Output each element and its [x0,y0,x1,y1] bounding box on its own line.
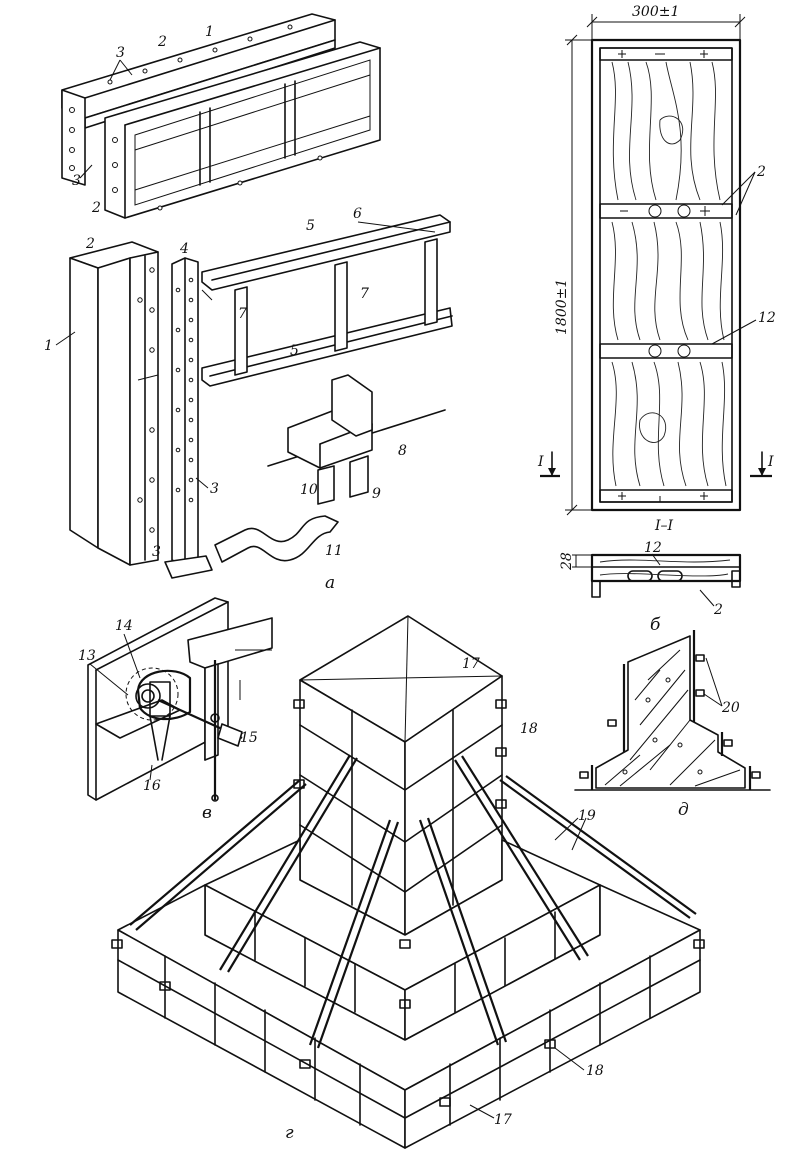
label-4: 4 [179,241,189,257]
label-12: 12 [758,310,776,326]
section-label: I–I [654,518,674,534]
caption-d: д [678,800,689,820]
label-2: 2 [85,236,95,252]
label-7: 7 [360,286,369,302]
wood-grain [611,61,727,487]
bracing-struts [129,754,697,1049]
spring-clip [214,515,339,563]
label-2: 2 [91,200,101,216]
panel-v: 13 14 15 16 в [78,597,273,823]
panel-b: 300±1 1800±1 [537,4,776,635]
label-5: 5 [290,343,299,359]
label-18: 18 [520,721,538,737]
label-2: 2 [157,34,167,50]
dimension-width: 300±1 [632,4,679,20]
label-1: 1 [205,24,214,40]
label-10: 10 [300,482,318,498]
label-3: 3 [210,481,219,497]
long-panel-front-frame [104,41,381,219]
label-2: 2 [713,602,723,618]
label-11: 11 [325,543,343,559]
section-mark-right: I [767,454,774,470]
section-mark-left: I [537,454,544,470]
label-9: 9 [372,486,381,502]
corner-panel [69,241,159,566]
label-1: 1 [44,338,53,354]
panel-a: 3 2 1 3 2 2 1 3 [44,13,453,593]
panel-g: 17 18 19 18 17 г [111,615,705,1149]
label-17: 17 [494,1112,512,1128]
label-16: 16 [143,778,161,794]
label-5: 5 [306,218,315,234]
perforated-post [164,257,213,579]
label-20: 20 [721,700,740,716]
label-18: 18 [586,1063,604,1079]
label-12: 12 [644,540,662,556]
label-17: 17 [462,656,480,672]
label-14: 14 [115,618,133,634]
caption-b: б [650,615,661,635]
dimension-thickness: 28 [559,552,575,571]
channel-frame [201,214,453,387]
caption-v: в [202,803,212,823]
long-panel-back [61,13,336,186]
caption-g: г [285,1123,294,1143]
label-19: 19 [578,808,596,824]
label-3: 3 [116,45,125,61]
label-2: 2 [756,164,766,180]
dimension-height: 1800±1 [554,279,570,335]
concrete-hatch [604,649,741,787]
label-3: 3 [72,173,81,189]
label-6: 6 [353,206,362,222]
panel-d: 20 д [574,630,771,820]
wedge-clamp [267,374,446,505]
label-3: 3 [152,544,161,560]
label-8: 8 [398,443,407,459]
section-view: 28 [559,552,742,598]
label-13: 13 [78,648,96,664]
label-15: 15 [240,730,258,746]
label-7: 7 [238,306,247,322]
caption-a: а [325,573,335,593]
